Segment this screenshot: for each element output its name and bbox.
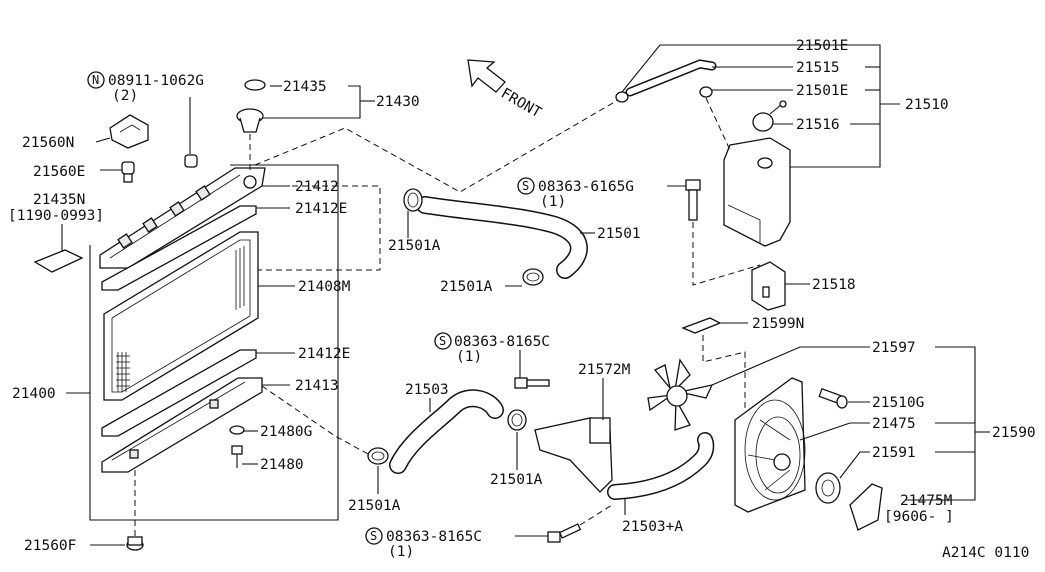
n-symbol-icon [87,71,105,89]
s-symbol-icon-8165c-a [434,332,452,350]
radiator-bottom-tank [101,377,263,473]
reservoir-tank-21510 [723,137,791,247]
label-08363-8165c-b-qty: (1) [388,544,414,560]
label-21597: 21597 [872,340,916,356]
label-21413: 21413 [295,378,339,394]
bolt-08363-8165c-b [547,523,582,543]
figure-code: A214C 0110 [942,545,1029,561]
radiator-core [103,231,259,401]
label-21572m: 21572M [578,362,631,378]
s-symbol-icon-8165c-b [365,527,383,545]
clamp-21501e-mid [699,86,713,98]
label-21475: 21475 [872,416,916,432]
radiator-group-outline [89,164,339,521]
label-21480: 21480 [260,457,304,473]
mount-21560f [126,536,144,551]
label-21510: 21510 [905,97,949,113]
label-08363-8165c-a: 08363-8165C [454,334,550,350]
label-08911-qty: (2) [112,88,138,104]
label-21412e-top: 21412E [295,201,347,217]
label-21590: 21590 [992,425,1036,441]
clamp-21501a-d [507,409,527,431]
label-21501a-lower: 21501A [440,279,493,295]
label-21503: 21503 [405,382,449,398]
bolt-21480 [231,445,243,468]
label-21501e-top: 21501E [796,38,848,54]
s-symbol-text-8165c-b: S [370,529,377,543]
label-21412e-bottom: 21412E [298,346,350,362]
mount-21560e [121,161,135,183]
label-21560e: 21560E [33,164,85,180]
s-symbol-text-8165c-a: S [439,334,446,348]
label-21475m-range: [9606- ] [884,509,954,525]
front-arrow-icon [467,59,506,93]
label-21400: 21400 [12,386,56,402]
bolt-08363-8165c-a [514,377,550,389]
s-symbol-text-6165g: S [522,179,529,193]
bottom-seal-strip [101,349,257,437]
label-21480g: 21480G [260,424,312,440]
top-seal-strip [101,205,257,291]
bolt-21510g [818,387,848,409]
clamp-21501a-upper [403,188,423,212]
label-21516: 21516 [796,117,840,133]
front-label: FRONT [498,86,544,122]
label-21501a-d: 21501A [490,472,543,488]
label-08363-8165c-a-qty: (1) [456,349,482,365]
label-21501: 21501 [597,226,641,242]
radiator-top-tank [99,167,266,269]
label-08363-6165g: 08363-6165G [538,179,634,195]
label-21510g: 21510G [872,395,924,411]
label-08363-8165c-b: 08363-8165C [386,529,482,545]
label-08911-1062g: 08911-1062G [108,73,204,89]
fan-shroud-21475 [734,377,806,513]
label-21599n: 21599N [752,316,804,332]
s-symbol-icon-6165g [517,177,535,195]
clamp-21501a-c [367,447,389,465]
label-21435n: 21435N [33,192,85,208]
label-21503-a: 21503+A [622,519,683,535]
pad-21599n [681,317,722,334]
fan-21597 [647,358,714,431]
label-21515: 21515 [796,60,840,76]
label-21591: 21591 [872,445,916,461]
label-21501a-upper: 21501A [388,238,441,254]
label-21435n-range: [1190-0993] [8,208,104,224]
label-21430: 21430 [376,94,420,110]
label-21501e-mid: 21501E [796,83,848,99]
bolt-08363-6165g [685,179,701,221]
label-21560n: 21560N [22,135,74,151]
water-pipe-21572m [534,417,613,493]
label-21560f: 21560F [24,538,76,554]
label-21518: 21518 [812,277,856,293]
n-symbol-text: N [92,73,99,87]
bracket-21518 [751,261,786,311]
label-21501a-c: 21501A [348,498,401,514]
fan-motor-21591 [815,472,841,504]
label-plate-21435n [33,249,84,273]
reservoir-cap-21516 [752,100,787,132]
bracket-21560n [109,114,149,149]
label-21435: 21435 [283,79,327,95]
clamp-21501a-lower [522,268,544,286]
nut-08911 [184,154,198,168]
label-21475m: 21475M [900,493,953,509]
cap-seal-21435 [244,79,266,91]
radiator-cap-21430 [236,108,264,133]
label-08363-6165g-qty: (1) [540,194,566,210]
label-21412: 21412 [295,179,339,195]
plate-21475m [849,483,883,531]
washer-21480g [229,425,245,435]
label-21408m: 21408M [298,279,351,295]
